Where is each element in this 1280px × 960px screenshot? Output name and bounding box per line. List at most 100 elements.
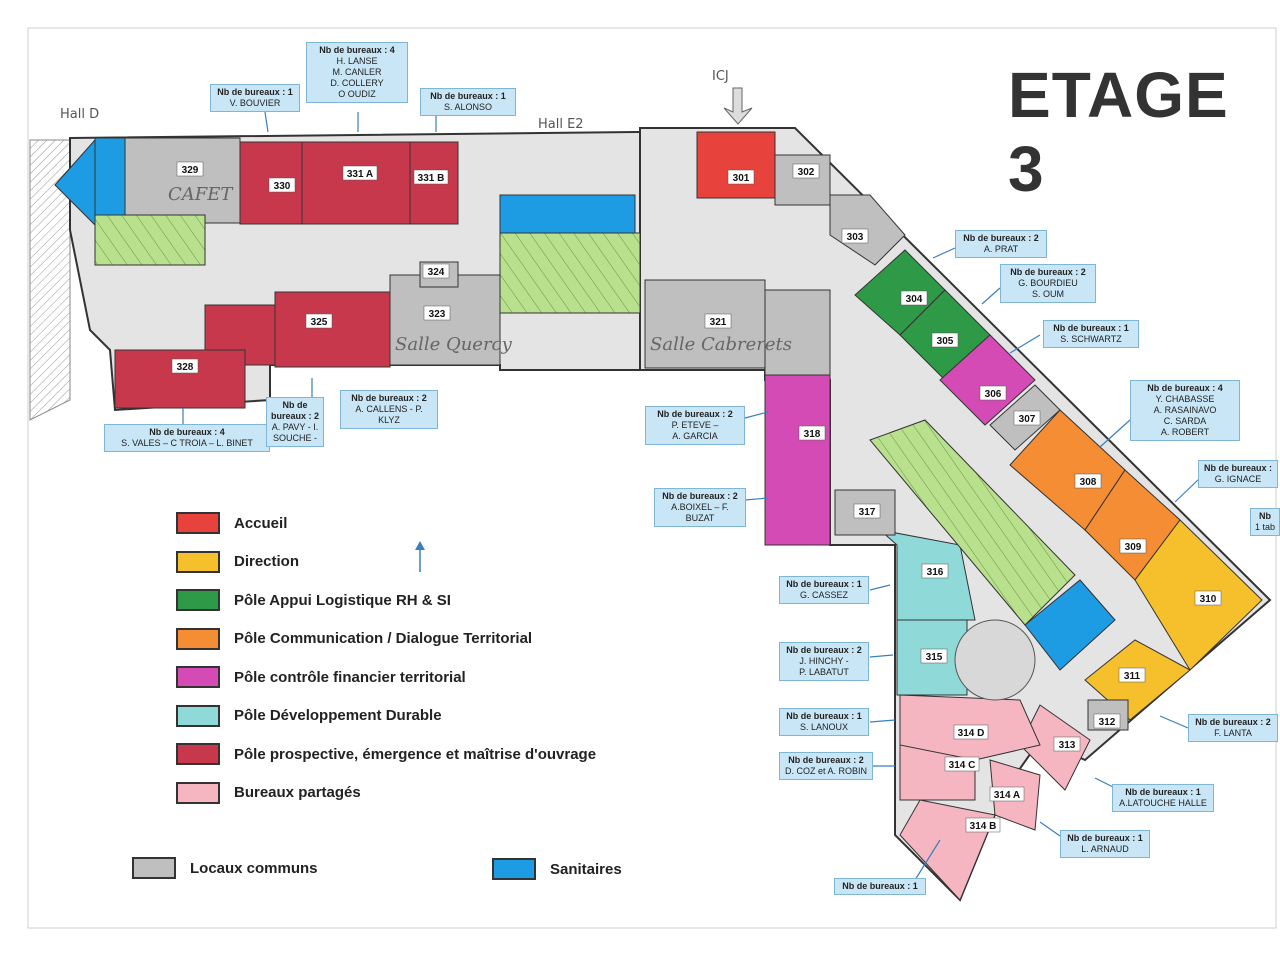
room-301[interactable] bbox=[696, 131, 776, 199]
callout-occupant: A. ROBERT bbox=[1160, 427, 1210, 437]
callout-office-count: Nb de bureaux : 4 bbox=[149, 427, 225, 437]
legend-swatch bbox=[176, 666, 220, 688]
room-325[interactable] bbox=[274, 291, 391, 368]
sanitaires-east bbox=[1024, 579, 1116, 671]
stairwell-diagonal bbox=[869, 419, 1076, 626]
callout-occupant: Y. CHABASSE bbox=[1155, 394, 1215, 404]
room-number: 308 bbox=[1080, 477, 1097, 488]
legend-label: Pôle contrôle financier territorial bbox=[234, 668, 466, 686]
room-label: 313 bbox=[1053, 736, 1081, 752]
legend-item: Bureaux partagés bbox=[176, 781, 361, 804]
room-number: 309 bbox=[1125, 542, 1142, 553]
callout-occupant: P. LABATUT bbox=[799, 667, 849, 677]
callout-office-count: Nb de bureaux : 1 bbox=[217, 87, 293, 97]
room-329[interactable] bbox=[124, 137, 241, 224]
callout-office-count: Nb de bureaux : 1 bbox=[1067, 833, 1143, 843]
room-318[interactable] bbox=[764, 374, 831, 546]
hall-d-note: Hall D bbox=[60, 107, 99, 122]
room-number: 314 A bbox=[994, 790, 1020, 801]
callout-leaders bbox=[182, 111, 1201, 881]
room-number: 317 bbox=[859, 507, 876, 518]
callout-occupant: P. ETEVE – bbox=[671, 420, 719, 430]
callout-office-count: Nb de bureaux : 1 bbox=[430, 91, 506, 101]
callout-occupant: S. SCHWARTZ bbox=[1060, 334, 1122, 344]
legend-label: Accueil bbox=[234, 514, 288, 532]
callout-occupant: A. CALLENS - P. KLYZ bbox=[355, 404, 423, 425]
room-label: 316 bbox=[921, 563, 949, 579]
legend-label: Sanitaires bbox=[550, 860, 622, 878]
stairwell-central bbox=[499, 232, 641, 314]
callout-occupant: C. SARDA bbox=[1163, 416, 1207, 426]
room-label: 324 bbox=[422, 263, 450, 279]
callout-occupant: S. ALONSO bbox=[443, 102, 493, 112]
callout-office-count: Nb de bureaux : 2 bbox=[662, 491, 738, 501]
room-number: 312 bbox=[1099, 717, 1116, 728]
callout-office-count: Nb de bureaux : 2 bbox=[657, 409, 733, 419]
callout-office-count: Nb de bureaux : 2 bbox=[786, 645, 862, 655]
room-label: 311 bbox=[1118, 667, 1146, 683]
floor-title: ETAGE 3 bbox=[1008, 59, 1229, 205]
legend-label: Direction bbox=[234, 553, 300, 570]
callout-occupant: G. IGNACE bbox=[1214, 474, 1262, 484]
sanitaires-central bbox=[499, 194, 636, 234]
callout-occupant: S. OUM bbox=[1031, 289, 1064, 299]
room-306[interactable] bbox=[939, 334, 1036, 426]
room-label: 308 bbox=[1074, 473, 1102, 489]
room-number: 330 bbox=[274, 181, 291, 192]
room-number: 313 bbox=[1059, 740, 1076, 751]
callout-occupant: D. COLLERY bbox=[330, 78, 384, 88]
room-number: 314 C bbox=[949, 760, 976, 771]
callout-occupant: S. LANOUX bbox=[799, 722, 848, 732]
room-number: 306 bbox=[985, 389, 1002, 400]
callout-occupant: L. ARNAUD bbox=[1081, 844, 1129, 854]
exterior-hatch bbox=[29, 139, 71, 421]
callout-office-count: Nb de bureaux : 2 bbox=[270, 400, 319, 421]
room-number: 318 bbox=[804, 429, 821, 440]
callout-occupant: 1 tab bbox=[1254, 522, 1276, 532]
room-number: 302 bbox=[798, 167, 815, 178]
callout-office-count: Nb de bureaux : bbox=[1203, 463, 1272, 473]
room-number: 328 bbox=[177, 362, 194, 373]
legend-item: Pôle Appui Logistique RH & SI bbox=[176, 589, 451, 611]
legend-swatch bbox=[176, 627, 220, 650]
legend-label: Bureaux partagés bbox=[234, 784, 361, 801]
room-label: 306 bbox=[979, 385, 1007, 401]
occupant-callout: Nb de bureaux : 1 bbox=[834, 878, 926, 895]
callout-office-count: Nb de bureaux : 1 bbox=[786, 579, 862, 589]
room-number: 301 bbox=[733, 173, 750, 184]
callout-occupant: O OUDIZ bbox=[338, 89, 376, 99]
room-number: 310 bbox=[1200, 594, 1217, 605]
room-label: 307 bbox=[1013, 410, 1041, 426]
north-arrow-head-icon bbox=[415, 541, 425, 550]
callout-office-count: Nb de bureaux : 4 bbox=[319, 45, 395, 55]
callout-occupant: V. BOUVIER bbox=[229, 98, 281, 108]
callout-occupant: D. COZ et A. ROBIN bbox=[784, 766, 867, 776]
legend-label: Pôle Développement Durable bbox=[234, 707, 442, 724]
room-331-a[interactable] bbox=[301, 141, 411, 225]
room-label: 323 bbox=[423, 305, 451, 321]
legend-label: Pôle prospective, émergence et maîtrise … bbox=[234, 745, 597, 763]
room-label: 325 bbox=[305, 313, 333, 329]
legend-swatch bbox=[176, 550, 220, 573]
room-label: 314 C bbox=[944, 756, 980, 772]
room-label: 330 bbox=[268, 177, 296, 193]
room-label: 312 bbox=[1093, 713, 1121, 729]
room-label: 303 bbox=[841, 228, 869, 244]
callout-occupant: A. RASAINAVO bbox=[1153, 405, 1217, 415]
callout-office-count: Nb de bureaux : 2 bbox=[351, 393, 427, 403]
callout-occupant: SOUCHE - bbox=[272, 433, 317, 443]
room-328[interactable] bbox=[114, 349, 246, 409]
room-302[interactable] bbox=[774, 154, 831, 206]
room-label: 314 B bbox=[965, 817, 1001, 833]
